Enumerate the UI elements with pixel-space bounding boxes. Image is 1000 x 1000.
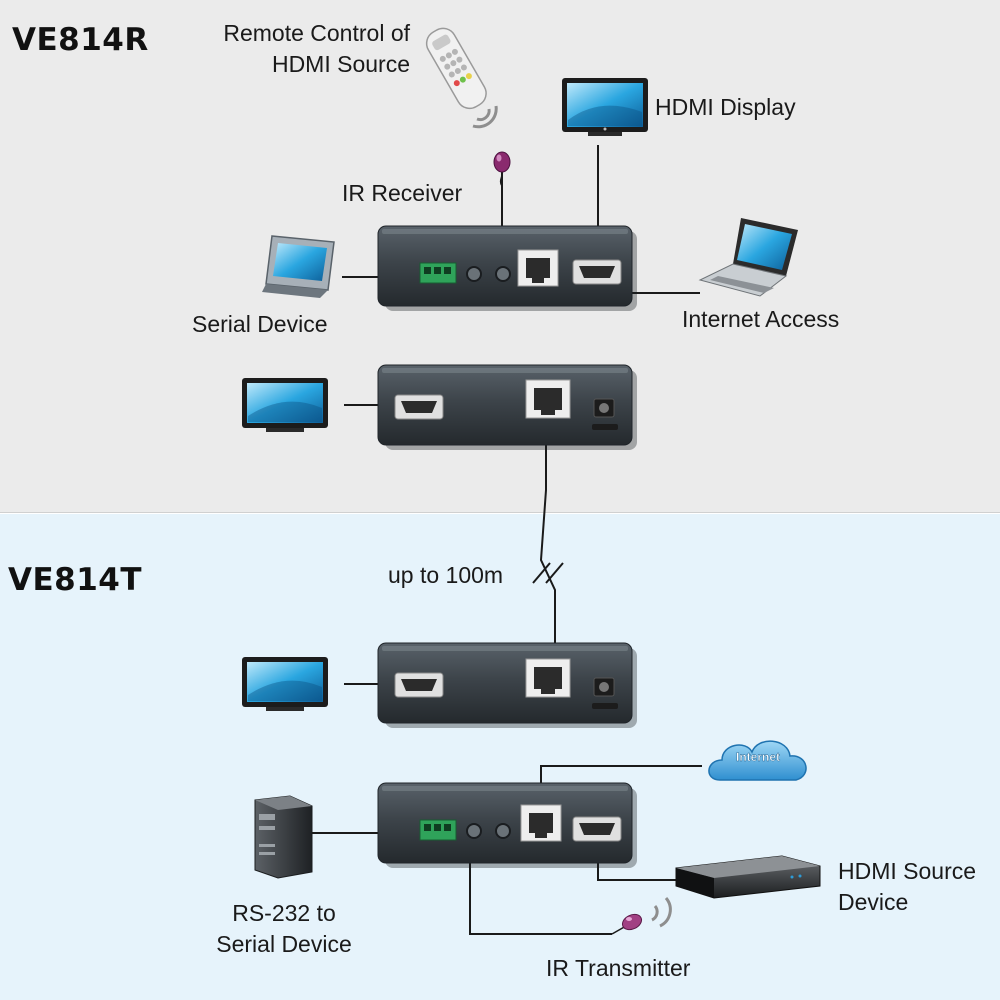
hdmi-display-label: HDMI Display bbox=[655, 94, 796, 120]
distance-label: up to 100m bbox=[388, 562, 504, 588]
ir-port bbox=[495, 266, 511, 282]
ve814t-front-unit bbox=[377, 782, 637, 868]
rs232-label: RS-232 to Serial Device bbox=[188, 898, 380, 960]
tv-display-icon bbox=[242, 657, 328, 711]
rj45-port bbox=[525, 379, 571, 419]
serial-terminal-block bbox=[419, 819, 457, 841]
power-jack bbox=[592, 677, 618, 709]
hdmi-port bbox=[572, 259, 622, 285]
cable-cat5-link bbox=[539, 417, 556, 670]
remote-control-label-line2: HDMI Source bbox=[271, 51, 410, 77]
tv-display-icon bbox=[562, 78, 648, 136]
rs232-label-line2: Serial Device bbox=[216, 931, 352, 957]
cable-ir-transmitter bbox=[469, 840, 612, 935]
distance-break-mark bbox=[532, 562, 564, 584]
ve814t-back-unit bbox=[377, 642, 637, 728]
ir-port bbox=[466, 823, 482, 839]
hdmi-port bbox=[394, 394, 444, 420]
rs232-label-line1: RS-232 to bbox=[232, 900, 336, 926]
ir-receiver-sensor-icon bbox=[493, 151, 511, 187]
serial-device-label: Serial Device bbox=[192, 311, 328, 337]
ve814r-front-unit bbox=[377, 225, 637, 311]
rj45-port bbox=[525, 658, 571, 698]
cloud-label: Internet bbox=[736, 750, 780, 764]
rj45-port bbox=[517, 249, 559, 287]
ir-port bbox=[495, 823, 511, 839]
ir-port bbox=[466, 266, 482, 282]
serial-terminal-block bbox=[419, 262, 457, 284]
ir-transmitter-label: IR Transmitter bbox=[546, 955, 691, 981]
tablet-icon bbox=[262, 235, 335, 298]
power-jack bbox=[592, 398, 618, 430]
ir-emitter-icon bbox=[611, 897, 672, 935]
pc-tower-icon bbox=[254, 795, 313, 879]
rj45-port bbox=[520, 804, 562, 842]
hdmi-source-label: HDMI Source Device bbox=[838, 856, 976, 918]
cloud-icon: Internet bbox=[708, 740, 807, 781]
transmitter-section bbox=[0, 514, 1000, 1000]
internet-access-label: Internet Access bbox=[682, 306, 840, 332]
hdmi-source-label-line1: HDMI Source bbox=[838, 858, 977, 884]
ve814r-back-unit bbox=[377, 364, 637, 450]
transmitter-title: VE814T bbox=[8, 562, 143, 598]
media-player-icon bbox=[675, 855, 821, 899]
hdmi-port bbox=[394, 672, 444, 698]
tv-display-icon bbox=[242, 378, 328, 432]
remote-control-label: Remote Control of HDMI Source bbox=[180, 18, 410, 80]
hdmi-port bbox=[572, 816, 622, 842]
remote-control-icon bbox=[425, 27, 498, 129]
remote-control-label-line1: Remote Control of bbox=[223, 20, 410, 46]
laptop-icon bbox=[698, 218, 798, 297]
ir-receiver-label: IR Receiver bbox=[342, 180, 463, 206]
hdmi-source-label-line2: Device bbox=[838, 889, 909, 915]
receiver-title: VE814R bbox=[12, 22, 149, 58]
